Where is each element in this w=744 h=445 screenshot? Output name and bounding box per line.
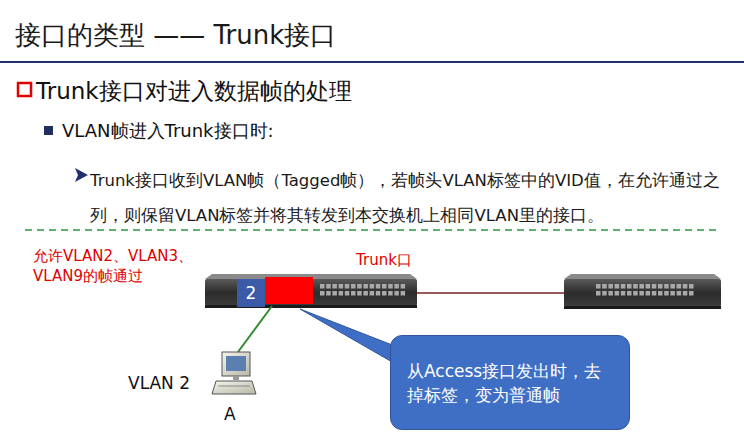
port: [664, 291, 669, 296]
title-rule: [0, 61, 744, 63]
port: [596, 291, 601, 296]
port: [621, 291, 626, 296]
port: [670, 284, 675, 289]
bullet-square: [44, 126, 53, 135]
port: [621, 284, 626, 289]
port: [646, 284, 651, 289]
port: [639, 284, 644, 289]
port: [608, 284, 613, 289]
note: 允许VLAN2、VLAN3、VLAN9的帧通过: [33, 246, 233, 286]
port: [615, 291, 620, 296]
port: [326, 291, 331, 296]
port: [401, 291, 406, 296]
access-link: [238, 306, 272, 352]
port: [376, 291, 381, 296]
port: [677, 284, 682, 289]
port: [683, 291, 688, 296]
switch: [564, 274, 721, 309]
port: [658, 284, 663, 289]
port: [320, 284, 325, 289]
port: [388, 291, 393, 296]
port: [627, 284, 632, 289]
port: [658, 291, 663, 296]
port: [689, 284, 694, 289]
port: [633, 284, 638, 289]
port: [332, 291, 337, 296]
divider: [25, 229, 720, 231]
port: [633, 291, 638, 296]
port: [596, 284, 601, 289]
port: [602, 291, 607, 296]
port: [320, 291, 325, 296]
port: [615, 284, 620, 289]
port: [351, 284, 356, 289]
port: [602, 284, 607, 289]
port: [382, 291, 387, 296]
callout-box: 从Access接口发出时，去掉标签，变为普通帧: [390, 335, 630, 430]
vlan-tag: 2: [237, 279, 265, 307]
port: [639, 291, 644, 296]
port: [370, 284, 375, 289]
port: [357, 284, 362, 289]
port: [376, 284, 381, 289]
port: [363, 291, 368, 296]
port: [339, 291, 344, 296]
port: [683, 284, 688, 289]
trunk-link: [415, 292, 565, 294]
port: [345, 291, 350, 296]
switch: [205, 274, 417, 308]
port: [332, 284, 337, 289]
section-heading: Trunk接口对进入数据帧的处理: [36, 76, 636, 107]
port: [670, 291, 675, 296]
tag-number: 2: [246, 281, 257, 305]
port: [664, 284, 669, 289]
bullet-arrow: [75, 168, 88, 182]
port: [677, 291, 682, 296]
pc-icon: [212, 352, 256, 394]
port: [608, 291, 613, 296]
slide-title: 接口的类型 —— Trunk接口: [15, 18, 336, 53]
body-text: Trunk接口收到VLAN帧（Tagged帧），若帧头VLAN标签中的VID值，…: [90, 163, 735, 233]
port: [388, 284, 393, 289]
bullet-square: [18, 83, 31, 96]
sub-heading: VLAN帧进入Trunk接口时:: [62, 119, 662, 143]
port: [627, 291, 632, 296]
port: [689, 291, 694, 296]
tag-block: [265, 277, 313, 304]
port: [382, 284, 387, 289]
port-label: Trunk口: [356, 251, 446, 270]
port: [326, 284, 331, 289]
port: [357, 291, 362, 296]
port: [351, 291, 356, 296]
port: [345, 284, 350, 289]
vlan-label: VLAN 2: [128, 373, 208, 393]
port: [394, 291, 399, 296]
port: [652, 291, 657, 296]
port: [646, 291, 651, 296]
port: [363, 284, 368, 289]
port: [394, 284, 399, 289]
callout-text: 从Access接口发出时，去掉标签，变为普通帧: [407, 359, 613, 407]
port: [370, 291, 375, 296]
port: [339, 284, 344, 289]
port: [401, 284, 406, 289]
port: [652, 284, 657, 289]
host-label: A: [224, 404, 254, 424]
